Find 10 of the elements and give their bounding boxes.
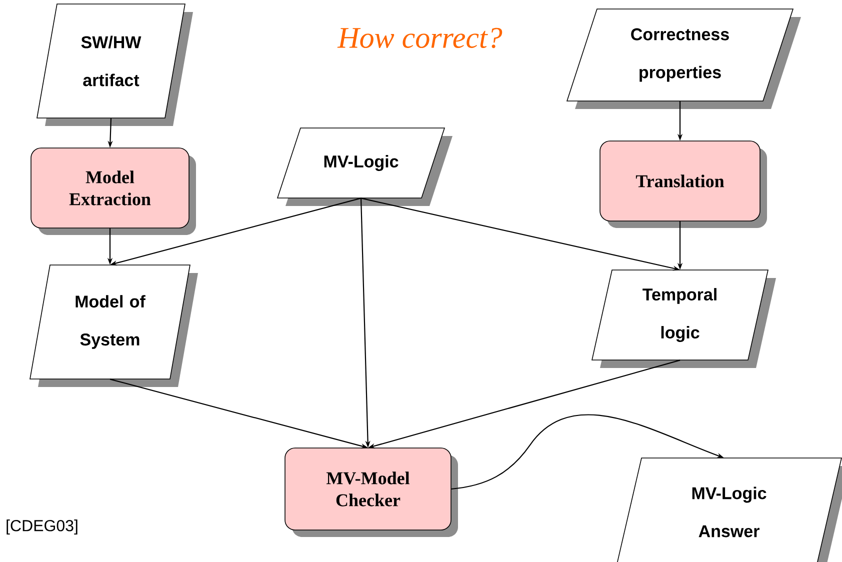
input-parallelogram: SW/HW artifact bbox=[36, 4, 193, 126]
title: How correct? bbox=[337, 28, 502, 48]
citation-label: [CDEG03] bbox=[6, 520, 78, 534]
input-parallelogram: Model of System bbox=[30, 264, 198, 387]
input-parallelogram: Temporal logic bbox=[592, 270, 776, 368]
process-box: Translation bbox=[600, 140, 767, 228]
process-box: MV-Model Checker bbox=[284, 448, 458, 537]
process-box: Model Extraction bbox=[30, 148, 196, 235]
input-parallelogram: MV-Logic Answer bbox=[616, 458, 842, 562]
node-label: MV-Logic Answer bbox=[692, 486, 766, 538]
